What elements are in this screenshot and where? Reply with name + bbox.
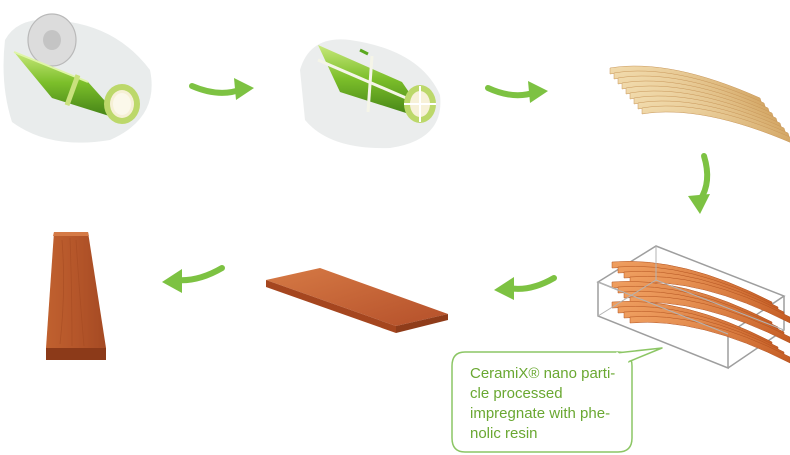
bamboo-saw-icon: [3, 13, 152, 143]
arrow-2-icon: [485, 81, 548, 103]
board-icon: [266, 268, 448, 333]
arrow-3-icon: [688, 153, 711, 214]
resin-strip: [629, 276, 790, 324]
callout-text: CeramiX® nano parti- cle processed impre…: [470, 365, 616, 442]
strips-icon: [609, 65, 790, 143]
callout-bubble: [451, 347, 663, 453]
arrow-1-icon: [189, 78, 254, 100]
resin-strip: [629, 316, 790, 364]
arrow-5-icon: [162, 265, 225, 293]
bamboo-strip: [641, 105, 790, 143]
plank-icon: [46, 232, 106, 360]
bundle-icon: [596, 245, 790, 370]
bamboo-split-icon: [300, 39, 441, 149]
arrow-4-icon: [494, 275, 557, 300]
